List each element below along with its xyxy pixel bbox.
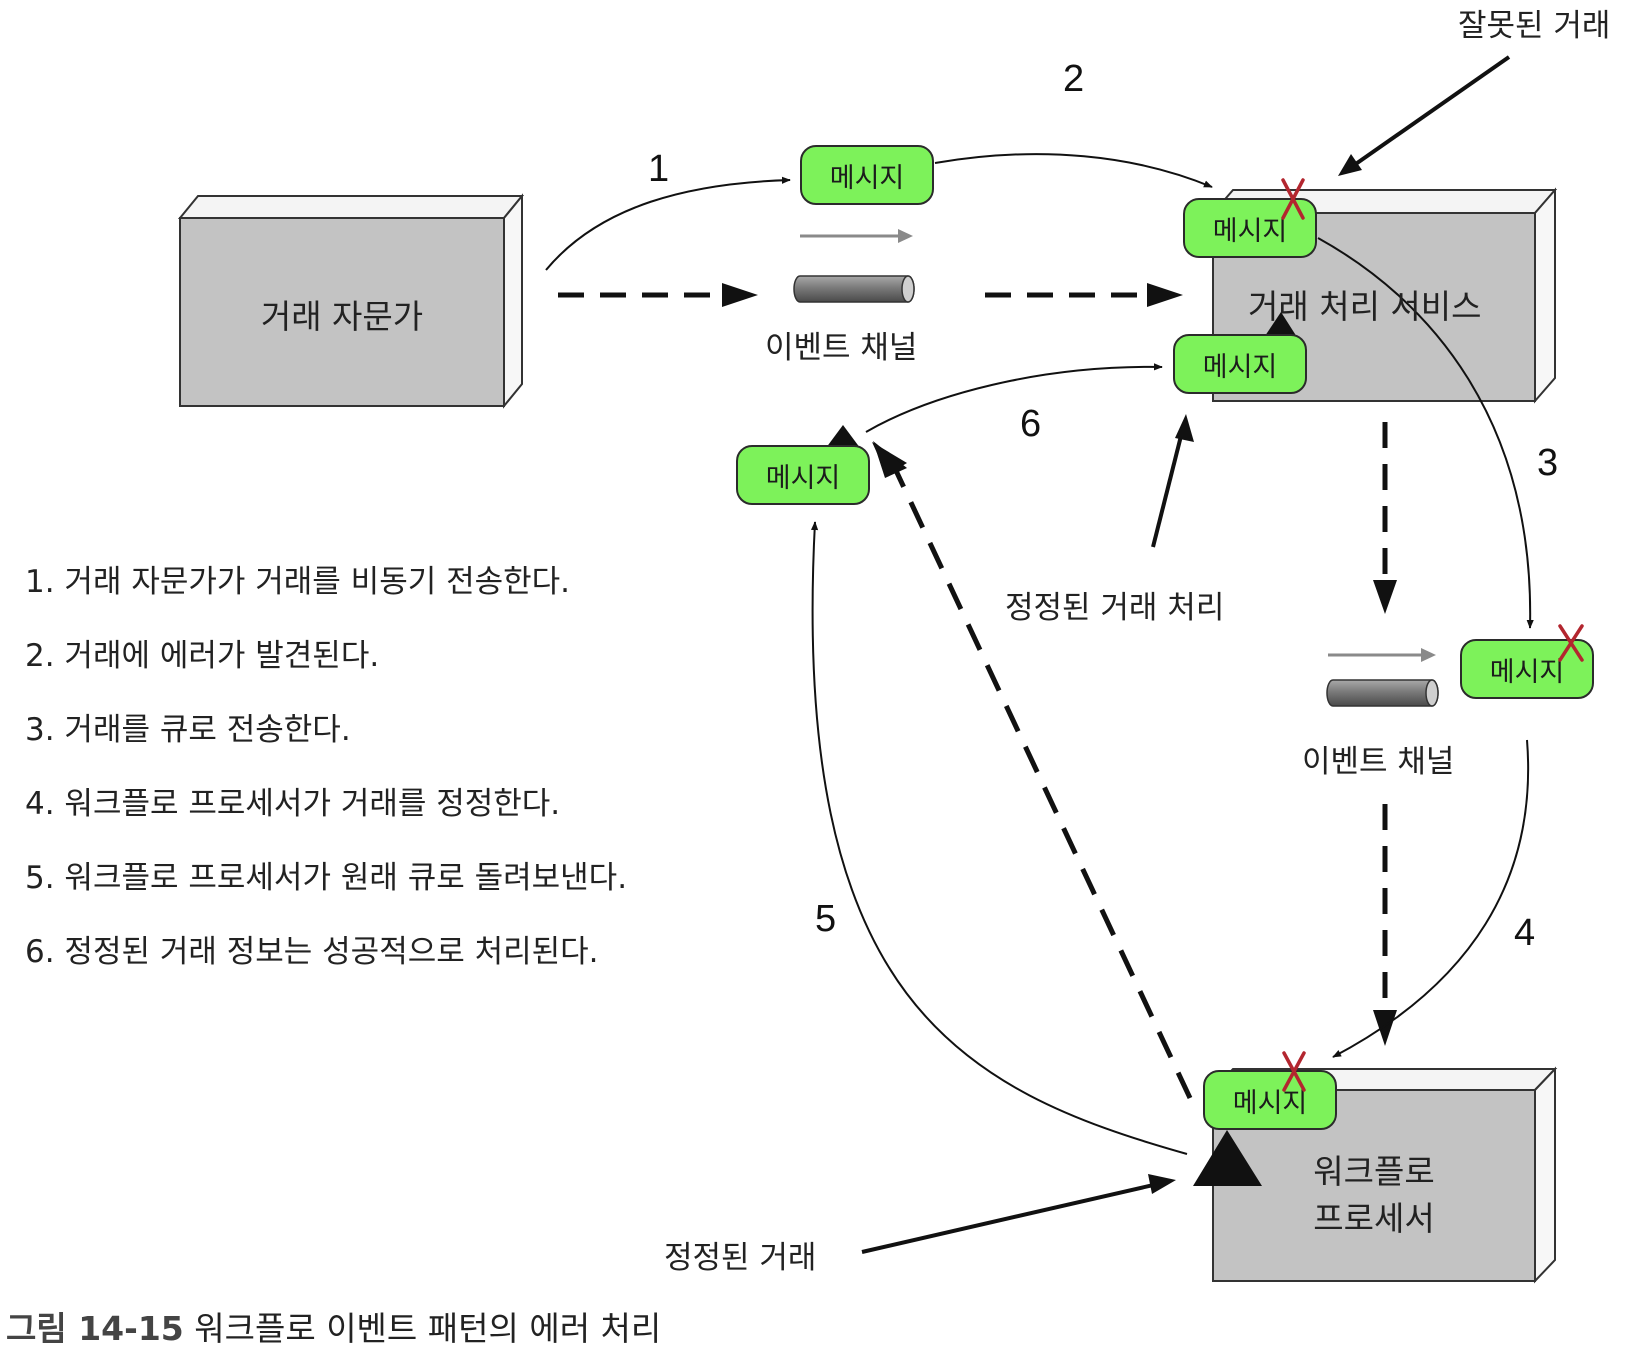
event-channel-top-label: 이벤트 채널 — [765, 330, 918, 366]
arrow-corrected-processing — [1151, 414, 1194, 548]
arrow-3 — [1317, 237, 1534, 629]
processing-service-box-label: 거래 처리 서비스 — [1248, 287, 1482, 326]
dashed-flow-channel-to-service — [985, 283, 1183, 307]
event-channel-right — [1326, 648, 1439, 707]
annotation-corrected-trade: 정정된 거래 — [664, 1240, 817, 1276]
workflow-processor-box-label-2: 프로세서 — [1313, 1199, 1435, 1238]
step-number-5: 5 — [815, 898, 837, 940]
step-number-3: 3 — [1537, 442, 1559, 484]
legend-item-5: 5. 워크플로 프로세서가 원래 큐로 돌려보낸다. — [25, 860, 628, 896]
triangle-marker-workflow — [1193, 1130, 1262, 1186]
dashed-flow-service-to-channel — [1373, 422, 1397, 614]
annotation-bad-trade: 잘못된 거래 — [1458, 8, 1611, 44]
dashed-flow-channel-to-workflow — [1373, 804, 1397, 1046]
dashed-flow-workflow-to-message — [872, 441, 1193, 1100]
advisor-box — [177, 193, 525, 409]
figure-title: 워크플로 이벤트 패턴의 에러 처리 — [194, 1309, 662, 1348]
message-channel-right: 메시지 — [1460, 639, 1594, 699]
arrow-6 — [865, 363, 1163, 433]
workflow-processor-box-label-1: 워크플로 — [1313, 1152, 1435, 1191]
figure-number: 그림 14-15 — [6, 1309, 184, 1348]
event-channel-right-label: 이벤트 채널 — [1302, 744, 1455, 780]
step-number-1: 1 — [648, 148, 670, 190]
legend-item-3: 3. 거래를 큐로 전송한다. — [25, 712, 351, 748]
step-number-2: 2 — [1063, 58, 1085, 100]
step-number-6: 6 — [1020, 403, 1042, 445]
legend-item-2: 2. 거래에 에러가 발견된다. — [25, 638, 380, 674]
arrow-4 — [1332, 739, 1530, 1058]
arrow-2 — [934, 153, 1213, 188]
step-number-4: 4 — [1514, 912, 1536, 954]
message-left: 메시지 — [736, 445, 870, 505]
arrow-1 — [545, 176, 791, 271]
advisor-box-label: 거래 자문가 — [260, 297, 424, 336]
arrow-corrected-trade — [861, 1174, 1176, 1254]
message-top: 메시지 — [800, 145, 934, 205]
message-workflow-error: 메시지 — [1203, 1070, 1337, 1130]
annotation-corrected-processing: 정정된 거래 처리 — [1005, 590, 1225, 626]
message-service-corrected: 메시지 — [1173, 334, 1307, 394]
arrow-bad-trade — [1338, 55, 1511, 176]
arrow-5 — [810, 521, 1188, 1155]
figure-caption: 그림 14-15 워크플로 이벤트 패턴의 에러 처리 — [6, 1302, 661, 1350]
legend-item-6: 6. 정정된 거래 정보는 성공적으로 처리된다. — [25, 934, 599, 970]
event-channel-top — [793, 229, 915, 303]
legend-item-1: 1. 거래 자문가가 거래를 비동기 전송한다. — [25, 564, 571, 600]
message-service-error: 메시지 — [1183, 198, 1317, 258]
legend-item-4: 4. 워크플로 프로세서가 거래를 정정한다. — [25, 786, 561, 822]
dashed-flow-advisor-to-channel — [558, 283, 758, 307]
